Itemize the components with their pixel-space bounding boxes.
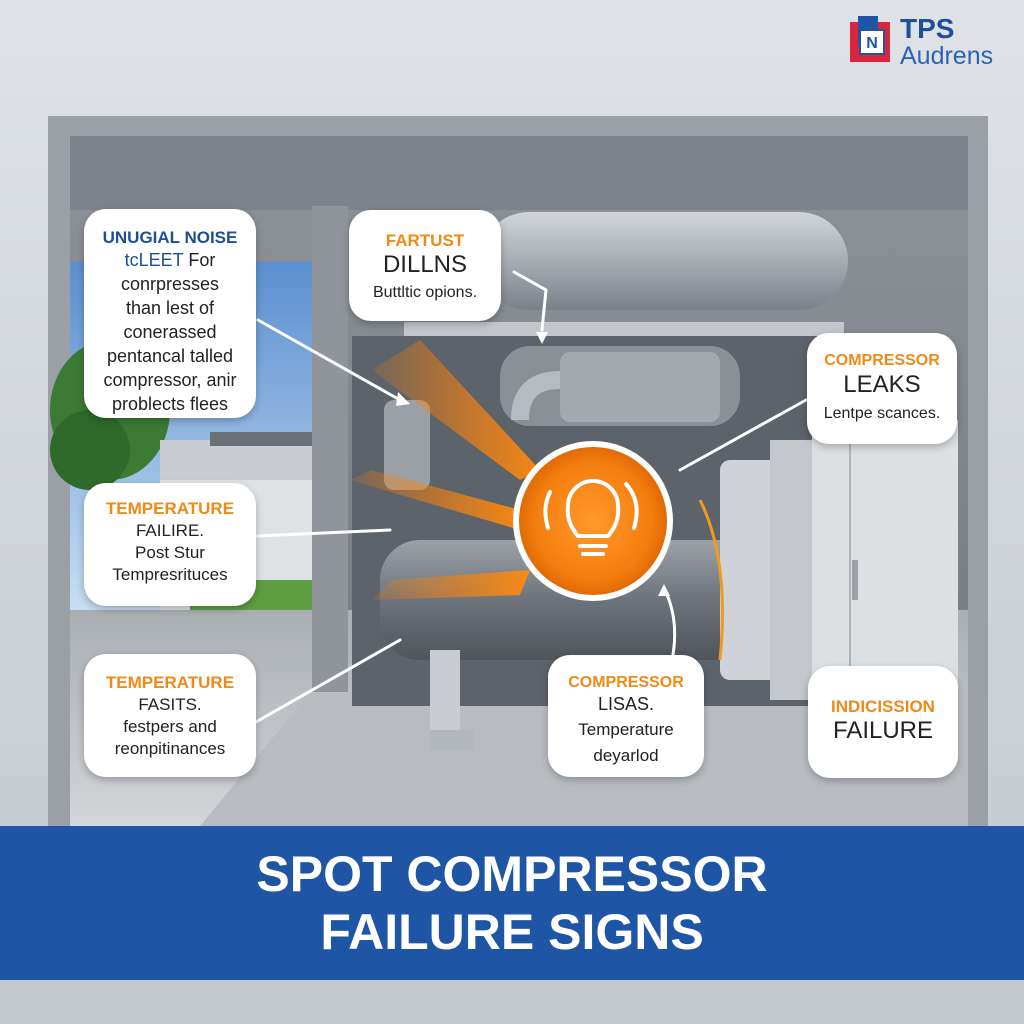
callout-body-line: problects flees	[111, 394, 229, 414]
callout-body-line: Post Stur	[135, 543, 205, 562]
callout-title: INDICISSION	[831, 697, 935, 716]
callout-subtitle: FAILURE	[832, 717, 934, 744]
callout-subtitle: LISAS.	[597, 694, 655, 714]
callout-body-line: Lentpe scances.	[823, 405, 941, 422]
title-banner: SPOT COMPRESSOR FAILURE SIGNS	[0, 826, 1024, 980]
callout-title: TEMPERATURE	[105, 673, 235, 692]
callout-body-line: deyarlod	[593, 746, 659, 765]
callout-subtitle: FAILIRE.	[135, 521, 205, 540]
brand-logo-letter: N	[866, 35, 878, 52]
callout-title: FARTUST	[385, 231, 465, 250]
callout-body-line: Tempresrituces	[112, 565, 228, 584]
callout-body-line: Temperature	[578, 720, 674, 739]
banner-title-line-2: FAILURE SIGNS	[320, 904, 704, 960]
callout-body-line: festpers and	[123, 717, 217, 736]
brand-name-bottom: Audrens	[900, 42, 994, 70]
callout-highlight: tcLEET	[124, 250, 184, 270]
callout-temperature-failire: TEMPERATURE FAILIRE. Post Stur Tempresri…	[84, 483, 256, 606]
callout-temperature-fasits: TEMPERATURE FASITS. festpers and reonpit…	[84, 654, 256, 777]
callout-indicission-failure: INDICISSION FAILURE	[808, 666, 958, 778]
callout-body-line: reonpitinances	[114, 739, 226, 758]
callout-unusual-noise: UNUGIAL NOISE tcLEET For conrpresses tha…	[84, 209, 256, 418]
callout-body-line: conrpresses	[120, 274, 220, 294]
callout-title: COMPRESSOR	[824, 352, 940, 369]
callout-title: COMPRESSOR	[568, 674, 684, 691]
lightbulb-icon	[513, 441, 673, 601]
brand-logo-mark-icon: N	[850, 16, 890, 62]
callout-subtitle: DILLNS	[382, 251, 468, 278]
callout-fartust-dillns: FARTUST DILLNS Buttltic opions.	[349, 210, 501, 321]
callout-line: tcLEET For	[84, 248, 256, 272]
callout-body-line: Buttltic opions.	[372, 284, 478, 301]
callout-body-line: than lest of	[125, 298, 215, 318]
callout-subtitle: FASITS.	[138, 695, 202, 714]
callout-compressor-lisas: COMPRESSOR LISAS. Temperature deyarlod	[548, 655, 704, 777]
callout-title: TEMPERATURE	[105, 499, 235, 518]
brand-logo: N TPS Audrens	[848, 14, 1016, 70]
callout-compressor-leaks: COMPRESSOR LEAKS Lentpe scances.	[807, 333, 957, 444]
banner-title-line-1: SPOT COMPRESSOR	[256, 846, 768, 902]
callout-line-rest: For	[183, 250, 216, 270]
brand-name-top: TPS	[900, 13, 955, 44]
callout-body-line: conerassed	[123, 322, 217, 342]
callout-subtitle: LEAKS	[843, 371, 921, 398]
callout-body-line: compressor, anir	[103, 370, 237, 390]
callout-title: UNUGIAL NOISE	[102, 228, 238, 247]
callout-body-line: pentancal talled	[106, 346, 234, 366]
